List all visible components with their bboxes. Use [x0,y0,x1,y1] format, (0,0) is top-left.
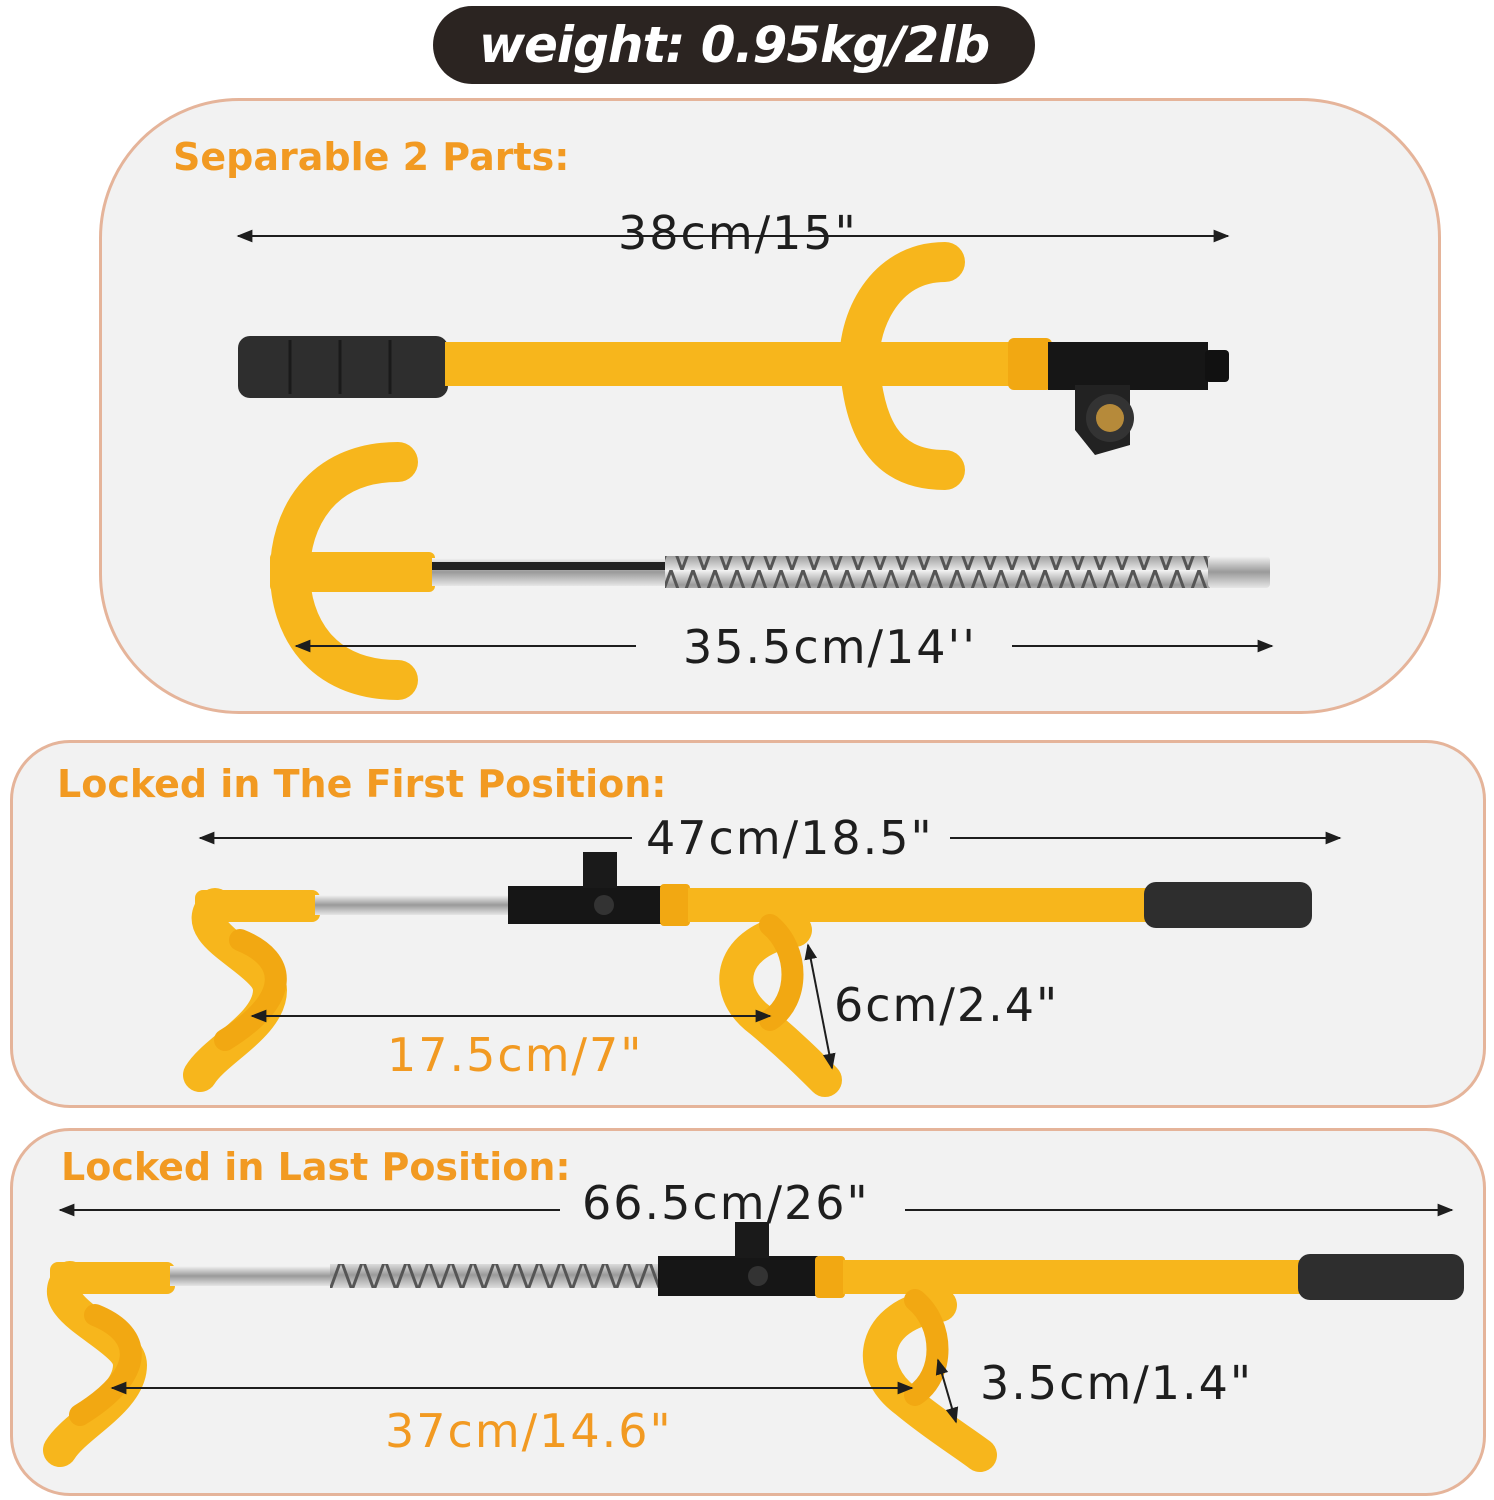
separable-parts-heading: Separable 2 Parts: [173,135,570,179]
first-total-length-label: 47cm/18.5" [646,811,934,865]
last-hook-depth-label: 3.5cm/1.4" [980,1356,1254,1410]
first-hook-span-label: 17.5cm/7" [387,1028,644,1082]
weight-badge: weight: 0.95kg/2lb [433,6,1035,84]
bottom-part-length-label: 35.5cm/14'' [683,620,977,674]
last-total-length-label: 66.5cm/26" [582,1176,870,1230]
top-part-length-label: 38cm/15" [618,206,858,260]
first-position-heading: Locked in The First Position: [57,762,667,806]
lock-last-position [43,1203,1464,1472]
first-hook-depth-label: 6cm/2.4" [834,978,1060,1032]
last-position-heading: Locked in Last Position: [61,1145,571,1189]
separable-parts-panel [99,98,1441,714]
lock-first-position [183,831,1342,1097]
lock-hook-rod [269,442,1274,700]
last-hook-span-label: 37cm/14.6" [385,1404,673,1458]
last-position-panel [10,1128,1486,1496]
lock-main-bar [236,229,1230,490]
